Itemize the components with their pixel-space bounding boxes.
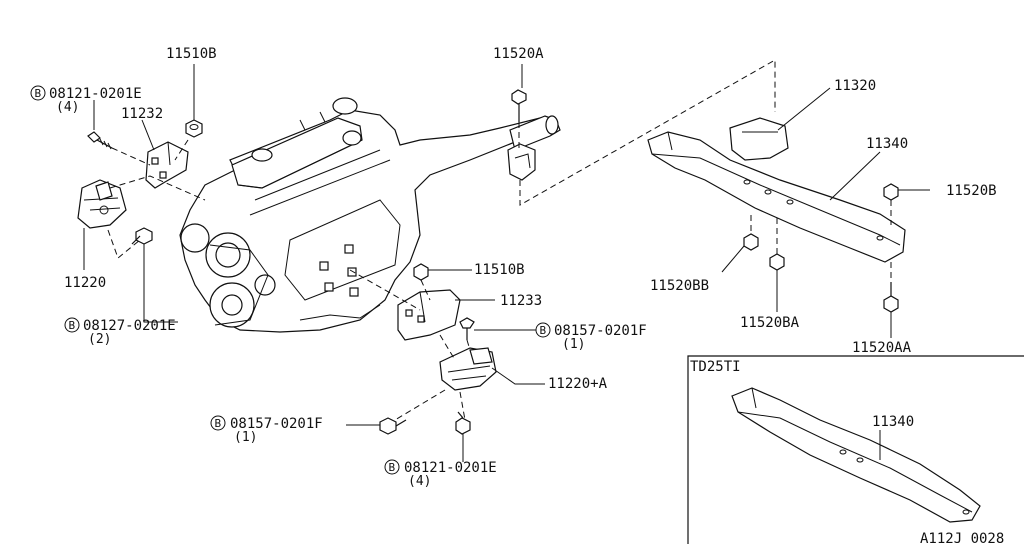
left-mount-group	[77, 64, 206, 323]
label-08121-bottom-qty: (4)	[408, 474, 431, 489]
svg-text:B: B	[389, 461, 396, 474]
label-08127-qty: (2)	[88, 332, 111, 347]
diagram-id: A112J 0028	[920, 531, 1004, 547]
label-11520bb: 11520BB	[650, 278, 709, 294]
label-08157-right-qty: (1)	[562, 337, 585, 352]
label-11520aa: 11520AA	[852, 340, 912, 356]
bolt-08157-right	[459, 317, 475, 340]
label-11340-main: 11340	[866, 136, 908, 152]
svg-text:B: B	[69, 319, 76, 332]
bolt-08157-bottom	[379, 417, 407, 435]
bolt-08121-left	[87, 131, 113, 150]
bracket-11232	[145, 141, 189, 189]
label-08157-bottom-qty: (1)	[234, 430, 257, 445]
nut-11510b-top	[185, 119, 203, 138]
bracket-11233	[397, 289, 461, 341]
mount-11220	[77, 179, 127, 229]
label-08121-left-qty: (4)	[56, 100, 79, 115]
bolt-marker-1: B	[30, 85, 46, 101]
nut-11510b-mid	[413, 263, 429, 281]
label-11220: 11220	[64, 275, 106, 291]
label-08121-bottom: 08121-0201E	[404, 460, 497, 476]
bolt-11520a	[511, 89, 527, 122]
mount-11220a	[439, 347, 497, 391]
bolt-marker-5: B	[384, 459, 400, 475]
label-11520b: 11520B	[946, 183, 997, 199]
label-11232: 11232	[121, 106, 163, 122]
svg-text:B: B	[35, 87, 42, 100]
label-11220a: 11220+A	[548, 376, 608, 392]
label-11510b-top: 11510B	[166, 46, 217, 62]
label-08157-right: 08157-0201F	[554, 323, 647, 339]
crossmember-11340-inset	[731, 387, 981, 523]
engine-assembly	[179, 97, 561, 333]
rear-bracket	[507, 143, 536, 181]
bolt-08127	[131, 227, 153, 245]
label-11520ba: 11520BA	[740, 315, 800, 331]
nut-11520ba	[769, 253, 785, 271]
svg-text:B: B	[215, 417, 222, 430]
bolt-08121-bottom	[455, 411, 471, 435]
label-11340-inset: 11340	[872, 414, 914, 430]
svg-text:B: B	[540, 324, 547, 337]
crossmember-11340	[647, 131, 906, 263]
inset-panel	[687, 355, 1024, 544]
bolt-marker-3: B	[535, 322, 551, 338]
label-11320: 11320	[834, 78, 876, 94]
label-08127: 08127-0201E	[83, 318, 176, 334]
label-11510b-mid: 11510B	[474, 262, 525, 278]
bolt-marker-4: B	[210, 415, 226, 431]
rear-mount-group	[507, 59, 776, 206]
lower-mount-group	[346, 263, 545, 462]
label-11233: 11233	[500, 293, 542, 309]
crossmember-group	[647, 87, 930, 338]
nut-11520bb	[743, 233, 759, 251]
label-11520a: 11520A	[493, 46, 544, 62]
bolt-marker-2: B	[64, 317, 80, 333]
inset-title: TD25TI	[690, 359, 741, 375]
label-08121-left: 08121-0201E	[49, 86, 142, 102]
bolt-11520aa	[883, 282, 899, 313]
insulator-11320	[729, 117, 789, 161]
label-08157-bottom: 08157-0201F	[230, 416, 323, 432]
nut-11520b	[883, 183, 899, 201]
